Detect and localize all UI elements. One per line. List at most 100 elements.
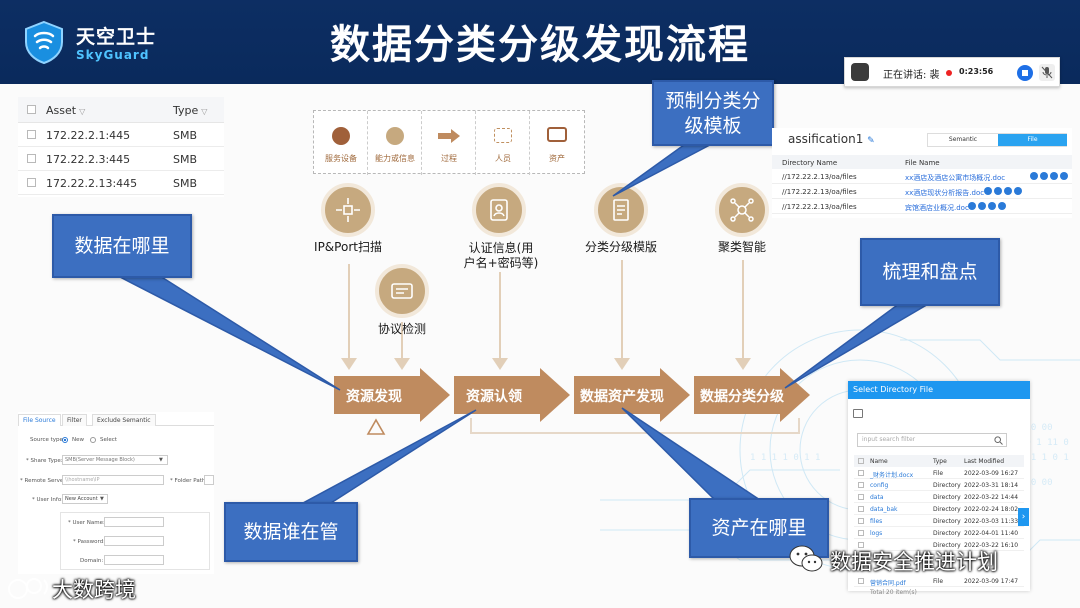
directory-table-header: Name Type Last Modified	[854, 455, 1024, 467]
row-checkbox[interactable]	[858, 494, 864, 500]
table-row[interactable]: 172.22.2.1:445 SMB	[18, 123, 224, 147]
process-step-asset-discovery: 数据资产发现	[574, 368, 690, 422]
tab-semantic[interactable]: Semantic	[948, 136, 978, 143]
asset-column-header[interactable]: Asset	[46, 104, 77, 117]
sort-icon[interactable]: ▽	[79, 107, 86, 116]
table-row[interactable]: //172.22.2.13/oa/files xx酒店现状分析报告.doc	[772, 184, 1072, 199]
file-name-link[interactable]: xx酒店及酒店公寓市场概况.doc	[905, 174, 1006, 182]
download-icon[interactable]	[994, 187, 1002, 195]
wechat-logo-icon	[789, 545, 823, 572]
item-modified: 2022-03-22 14:44	[964, 494, 1019, 501]
file-name-link[interactable]: 宾馆酒店业概况.doc	[905, 204, 969, 212]
mic-icon[interactable]	[851, 63, 869, 81]
legend-label: 服务设备	[325, 154, 357, 163]
row-checkbox[interactable]	[858, 578, 864, 584]
item-name[interactable]: logs	[870, 530, 883, 537]
table-row[interactable]: //172.22.2.13/oa/files 宾馆酒店业概况.doc	[772, 199, 1072, 214]
user-name-input[interactable]	[104, 517, 164, 527]
item-name[interactable]: data	[870, 494, 884, 501]
ip-scan-label: IP&Port扫描	[314, 240, 382, 254]
tab-file-source[interactable]: File Source	[18, 414, 61, 426]
radio-new[interactable]	[62, 437, 68, 443]
legend-label: 过程	[441, 154, 457, 163]
type-column-header[interactable]: Type	[173, 104, 199, 117]
more-icon[interactable]	[1014, 187, 1022, 195]
weibo-logo-icon	[8, 578, 48, 599]
edit-pencil-icon[interactable]: ✎	[867, 136, 875, 146]
classification-tabs: Semantic File	[927, 133, 1067, 147]
item-name[interactable]: 营销合同.pdf	[870, 580, 906, 587]
table-row[interactable]: 172.22.2.13:445 SMB	[18, 171, 224, 195]
row-checkbox[interactable]	[858, 518, 864, 524]
shield-logo-icon	[25, 20, 63, 64]
remote-server-input[interactable]: \\hostname\IP	[62, 475, 164, 485]
password-input[interactable]	[104, 536, 164, 546]
scroll-right-button[interactable]: ›	[1018, 508, 1029, 526]
more-icon[interactable]	[1060, 172, 1068, 180]
tab-filter[interactable]: Filter	[62, 414, 87, 426]
auth-label-line1: 认证信息(用	[468, 241, 534, 255]
item-modified: 2022-04-01 11:40	[964, 530, 1019, 537]
process-step-claim: 资源认领	[454, 368, 570, 422]
select-all-checkbox[interactable]	[858, 458, 864, 464]
more-icon[interactable]	[998, 202, 1006, 210]
row-checkbox[interactable]	[27, 130, 36, 139]
password-label: * Password:	[73, 539, 106, 545]
sort-icon[interactable]: ▽	[201, 107, 208, 116]
download-icon[interactable]	[1040, 172, 1048, 180]
folder-upload-icon[interactable]	[853, 409, 863, 418]
row-checkbox[interactable]	[858, 470, 864, 476]
network-scan-icon	[336, 198, 360, 222]
asset-table: Asset▽ Type▽ 172.22.2.1:445 SMB 172.22.2…	[18, 97, 224, 197]
item-name[interactable]: config	[870, 482, 889, 489]
tab-file[interactable]: File	[998, 134, 1067, 146]
row-checkbox[interactable]	[858, 530, 864, 536]
folder-path-input[interactable]	[204, 475, 214, 485]
tab-exclude-semantic[interactable]: Exclude Semantic	[92, 414, 156, 426]
item-name[interactable]: _财务计划.docx	[870, 472, 914, 479]
directory-search-input[interactable]: input search filter	[857, 433, 1007, 447]
svg-text:1 1 1 0 1: 1 1 1 0 1	[1020, 453, 1069, 463]
table-row[interactable]: //172.22.2.13/oa/files xx酒店及酒店公寓市场概况.doc	[772, 169, 1072, 184]
item-name[interactable]: data_bak	[870, 506, 898, 513]
chevron-down-icon[interactable]: ▼	[100, 496, 104, 502]
watermark-left: 大数跨境	[52, 578, 136, 602]
share-type-select[interactable]: SMB(Server Message Block)	[62, 455, 168, 465]
row-checkbox[interactable]	[858, 506, 864, 512]
settings-icon[interactable]	[1004, 187, 1012, 195]
view-icon[interactable]	[984, 187, 992, 195]
search-icon[interactable]	[994, 436, 1003, 445]
settings-icon[interactable]	[1050, 172, 1058, 180]
user-info-select[interactable]: New Account	[62, 494, 108, 504]
chevron-down-icon[interactable]: ▼	[159, 457, 163, 463]
view-icon[interactable]	[1030, 172, 1038, 180]
mute-mic-icon[interactable]	[1039, 64, 1055, 81]
account-subform	[60, 512, 210, 570]
domain-input[interactable]	[104, 555, 164, 565]
select-all-checkbox[interactable]	[27, 105, 36, 114]
item-modified: 2022-03-09 17:47	[964, 578, 1019, 585]
view-icon[interactable]	[968, 202, 976, 210]
stop-share-button[interactable]	[1017, 65, 1033, 81]
row-checkbox[interactable]	[858, 482, 864, 488]
row-checkbox[interactable]	[858, 542, 864, 548]
download-icon[interactable]	[978, 202, 986, 210]
modified-column-header: Last Modified	[964, 458, 1005, 465]
table-row[interactable]: 172.22.2.3:445 SMB	[18, 147, 224, 171]
row-checkbox[interactable]	[27, 154, 36, 163]
connector-arrowhead	[492, 358, 508, 370]
item-name[interactable]: files	[870, 518, 883, 525]
settings-icon[interactable]	[988, 202, 996, 210]
file-name-link[interactable]: xx酒店现状分析报告.doc	[905, 189, 985, 197]
row-checkbox[interactable]	[27, 178, 36, 187]
radio-select[interactable]	[90, 437, 96, 443]
